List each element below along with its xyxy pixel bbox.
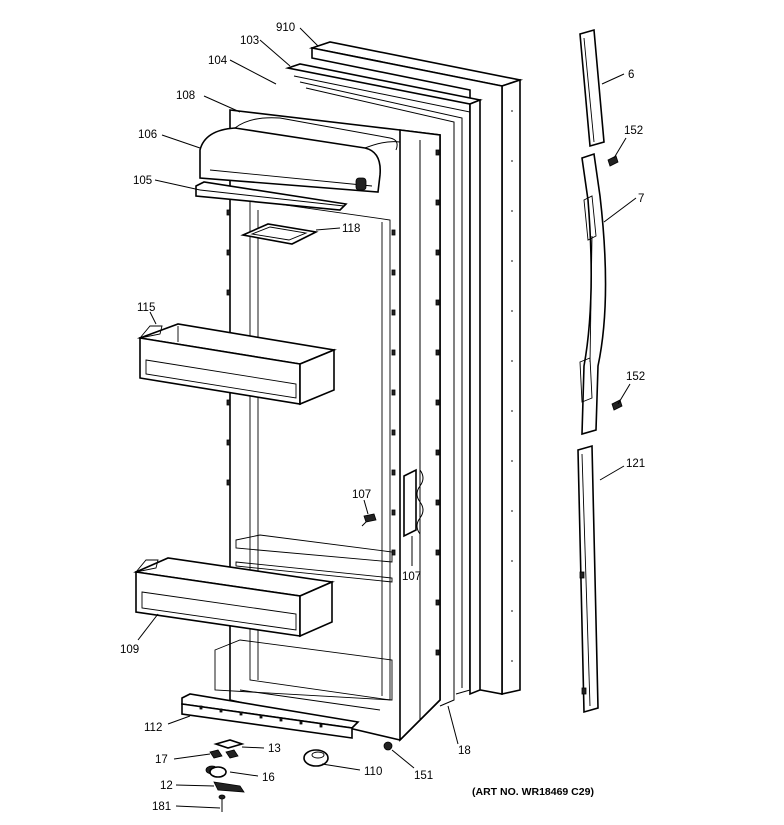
callout-107-upper: 107 xyxy=(352,489,371,501)
art-number: (ART NO. WR18469 C29) xyxy=(472,786,594,798)
callout-112: 112 xyxy=(144,722,162,734)
handle-screw-bottom xyxy=(611,399,623,411)
callout-107-lower: 107 xyxy=(402,571,421,583)
callout-17: 17 xyxy=(155,754,168,766)
upper-door-bin xyxy=(136,323,337,406)
callout-labels: 910 103 104 108 106 105 118 115 107 107 … xyxy=(120,22,645,813)
callout-106: 106 xyxy=(138,129,157,141)
door-stop-clip xyxy=(361,468,424,538)
callout-12: 12 xyxy=(160,780,173,792)
callout-151: 151 xyxy=(414,770,433,782)
callout-108: 108 xyxy=(176,90,195,102)
hinge-cover xyxy=(303,749,329,767)
screw-151 xyxy=(383,741,393,751)
callout-115: 115 xyxy=(137,302,155,314)
callout-7: 7 xyxy=(638,193,644,205)
lower-door-bin xyxy=(133,557,335,638)
callout-104: 104 xyxy=(208,55,228,67)
bottom-rail xyxy=(181,693,360,739)
callout-110: 110 xyxy=(364,766,382,778)
outer-door-panel xyxy=(308,41,524,695)
callout-105: 105 xyxy=(133,175,152,187)
handle-trim-top xyxy=(579,28,605,148)
hinge-hardware xyxy=(205,739,245,812)
handle-screw-top xyxy=(607,155,619,167)
callout-121: 121 xyxy=(626,458,645,470)
dairy-compartment xyxy=(195,117,401,211)
callout-6: 6 xyxy=(628,69,634,81)
leader-lines xyxy=(137,27,637,809)
callout-109: 109 xyxy=(120,644,139,656)
handle-trim-bottom xyxy=(577,444,599,714)
callout-910: 910 xyxy=(276,22,295,34)
callout-13: 13 xyxy=(268,743,281,755)
callout-181: 181 xyxy=(152,801,171,813)
handle xyxy=(579,152,607,436)
callout-103: 103 xyxy=(240,35,259,47)
callout-16: 16 xyxy=(262,772,275,784)
callout-152-lower: 152 xyxy=(626,371,645,383)
door-gasket xyxy=(284,63,483,707)
callout-18: 18 xyxy=(458,745,471,757)
callout-152-upper: 152 xyxy=(624,125,643,137)
callout-118: 118 xyxy=(342,223,360,235)
butter-tray xyxy=(240,223,319,245)
